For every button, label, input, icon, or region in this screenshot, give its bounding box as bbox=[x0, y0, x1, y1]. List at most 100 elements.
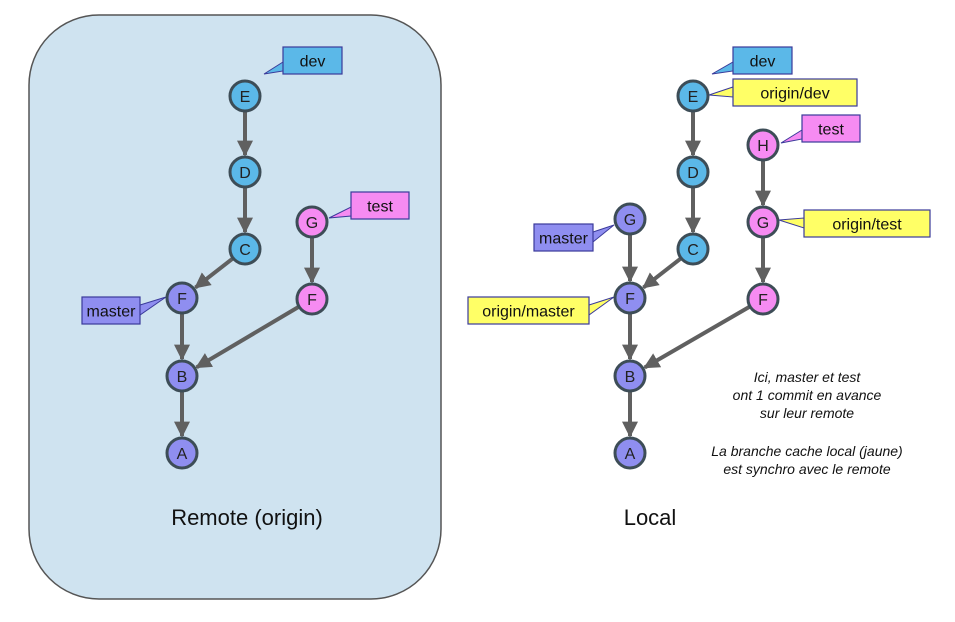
commit-circle bbox=[295, 205, 329, 239]
edge-lF2-lB bbox=[643, 305, 751, 370]
tag-box bbox=[282, 46, 343, 75]
notes: Ici, master et test ont 1 commit en avan… bbox=[711, 369, 902, 477]
commit-label: B bbox=[177, 369, 188, 386]
commit-circle bbox=[228, 79, 262, 113]
tag-pointer bbox=[708, 86, 734, 98]
commit-circle bbox=[746, 128, 780, 162]
edge-rF2-rB bbox=[195, 305, 300, 370]
commit-label: G bbox=[306, 215, 318, 232]
commit-node-F: F bbox=[295, 282, 329, 316]
branch-tag-master: master bbox=[81, 296, 167, 325]
branch-tag-dev: dev bbox=[711, 46, 793, 75]
tag-label: origin/master bbox=[482, 304, 575, 321]
branch-tag-master: master bbox=[533, 223, 615, 252]
tag-box bbox=[801, 114, 861, 143]
commit-label: F bbox=[758, 292, 768, 309]
tag-pointer bbox=[778, 217, 805, 229]
commit-node-D: D bbox=[228, 155, 262, 189]
commit-node-G: G bbox=[295, 205, 329, 239]
commit-node-G: G bbox=[746, 205, 780, 239]
tag-box bbox=[533, 223, 594, 252]
branch-tags: dev test master dev origin/dev test master orig… bbox=[81, 46, 931, 325]
branch-tag-origin-master: origin/master bbox=[467, 296, 615, 325]
tag-label: test bbox=[367, 199, 393, 216]
commit-node-A: A bbox=[613, 436, 647, 470]
note-line: est synchro avec le remote bbox=[723, 461, 891, 477]
commit-label: F bbox=[625, 291, 635, 308]
commit-label: B bbox=[625, 369, 636, 386]
commit-circle bbox=[165, 359, 199, 393]
edge-lC-lF bbox=[642, 257, 682, 290]
remote-caption: Remote (origin) bbox=[171, 505, 323, 530]
commit-node-F: F bbox=[613, 281, 647, 315]
commit-circle bbox=[676, 155, 710, 189]
commit-node-D: D bbox=[676, 155, 710, 189]
commit-edges bbox=[174, 112, 771, 438]
commit-label: F bbox=[307, 292, 317, 309]
commit-label: E bbox=[688, 89, 699, 106]
remote-panel bbox=[28, 14, 442, 600]
note-line: La branche cache local (jaune) bbox=[711, 443, 902, 459]
commit-circle bbox=[228, 155, 262, 189]
tag-box bbox=[350, 191, 410, 220]
commit-node-G: G bbox=[613, 202, 647, 236]
local-caption: Local bbox=[624, 505, 677, 530]
tag-label: master bbox=[87, 304, 137, 321]
commit-node-E: E bbox=[676, 79, 710, 113]
commit-node-C: C bbox=[676, 232, 710, 266]
commit-node-C: C bbox=[228, 232, 262, 266]
commit-label: C bbox=[239, 242, 251, 259]
tag-label: test bbox=[818, 122, 844, 139]
commit-label: E bbox=[240, 89, 251, 106]
commit-label: D bbox=[687, 165, 699, 182]
tag-box bbox=[732, 46, 793, 75]
commit-circle bbox=[746, 205, 780, 239]
commit-node-H: H bbox=[746, 128, 780, 162]
commit-label: H bbox=[757, 138, 769, 155]
tag-label: origin/dev bbox=[760, 86, 829, 103]
commit-label: G bbox=[624, 212, 636, 229]
commit-circle bbox=[746, 282, 780, 316]
commit-label: G bbox=[757, 215, 769, 232]
branch-tag-origin-test: origin/test bbox=[778, 209, 931, 238]
tag-pointer bbox=[592, 224, 615, 244]
note-line: sur leur remote bbox=[760, 405, 854, 421]
branch-tag-dev: dev bbox=[263, 46, 343, 75]
tag-pointer bbox=[711, 61, 734, 75]
tag-pointer bbox=[780, 129, 803, 144]
tag-box bbox=[467, 296, 590, 325]
tag-box bbox=[732, 78, 858, 107]
tag-label: master bbox=[539, 231, 589, 248]
commit-label: D bbox=[239, 165, 251, 182]
commit-label: C bbox=[687, 242, 699, 259]
commit-circle bbox=[165, 281, 199, 315]
commit-circle bbox=[295, 282, 329, 316]
branch-tag-test: test bbox=[780, 114, 861, 144]
note-line: Ici, master et test bbox=[754, 369, 862, 385]
tag-pointer bbox=[588, 296, 615, 316]
commit-node-B: B bbox=[165, 359, 199, 393]
commit-circle bbox=[613, 281, 647, 315]
commit-circle bbox=[613, 436, 647, 470]
tag-label: dev bbox=[750, 54, 776, 71]
commit-circle bbox=[613, 202, 647, 236]
commit-nodes: E D C F B A G F E D C G F B A H G F bbox=[165, 79, 780, 470]
commit-circle bbox=[228, 232, 262, 266]
branch-tag-test: test bbox=[328, 191, 410, 220]
commit-circle bbox=[676, 232, 710, 266]
commit-node-A: A bbox=[165, 436, 199, 470]
commit-node-F: F bbox=[165, 281, 199, 315]
tag-label: origin/test bbox=[832, 217, 902, 234]
tag-box bbox=[81, 296, 141, 325]
branch-tag-origin-dev: origin/dev bbox=[708, 78, 858, 107]
commit-circle bbox=[613, 359, 647, 393]
commit-label: A bbox=[177, 446, 188, 463]
commit-node-B: B bbox=[613, 359, 647, 393]
commit-label: A bbox=[625, 446, 636, 463]
commit-node-F: F bbox=[746, 282, 780, 316]
tag-box bbox=[803, 209, 931, 238]
commit-circle bbox=[676, 79, 710, 113]
edge-rC-rF bbox=[194, 257, 234, 290]
commit-node-E: E bbox=[228, 79, 262, 113]
